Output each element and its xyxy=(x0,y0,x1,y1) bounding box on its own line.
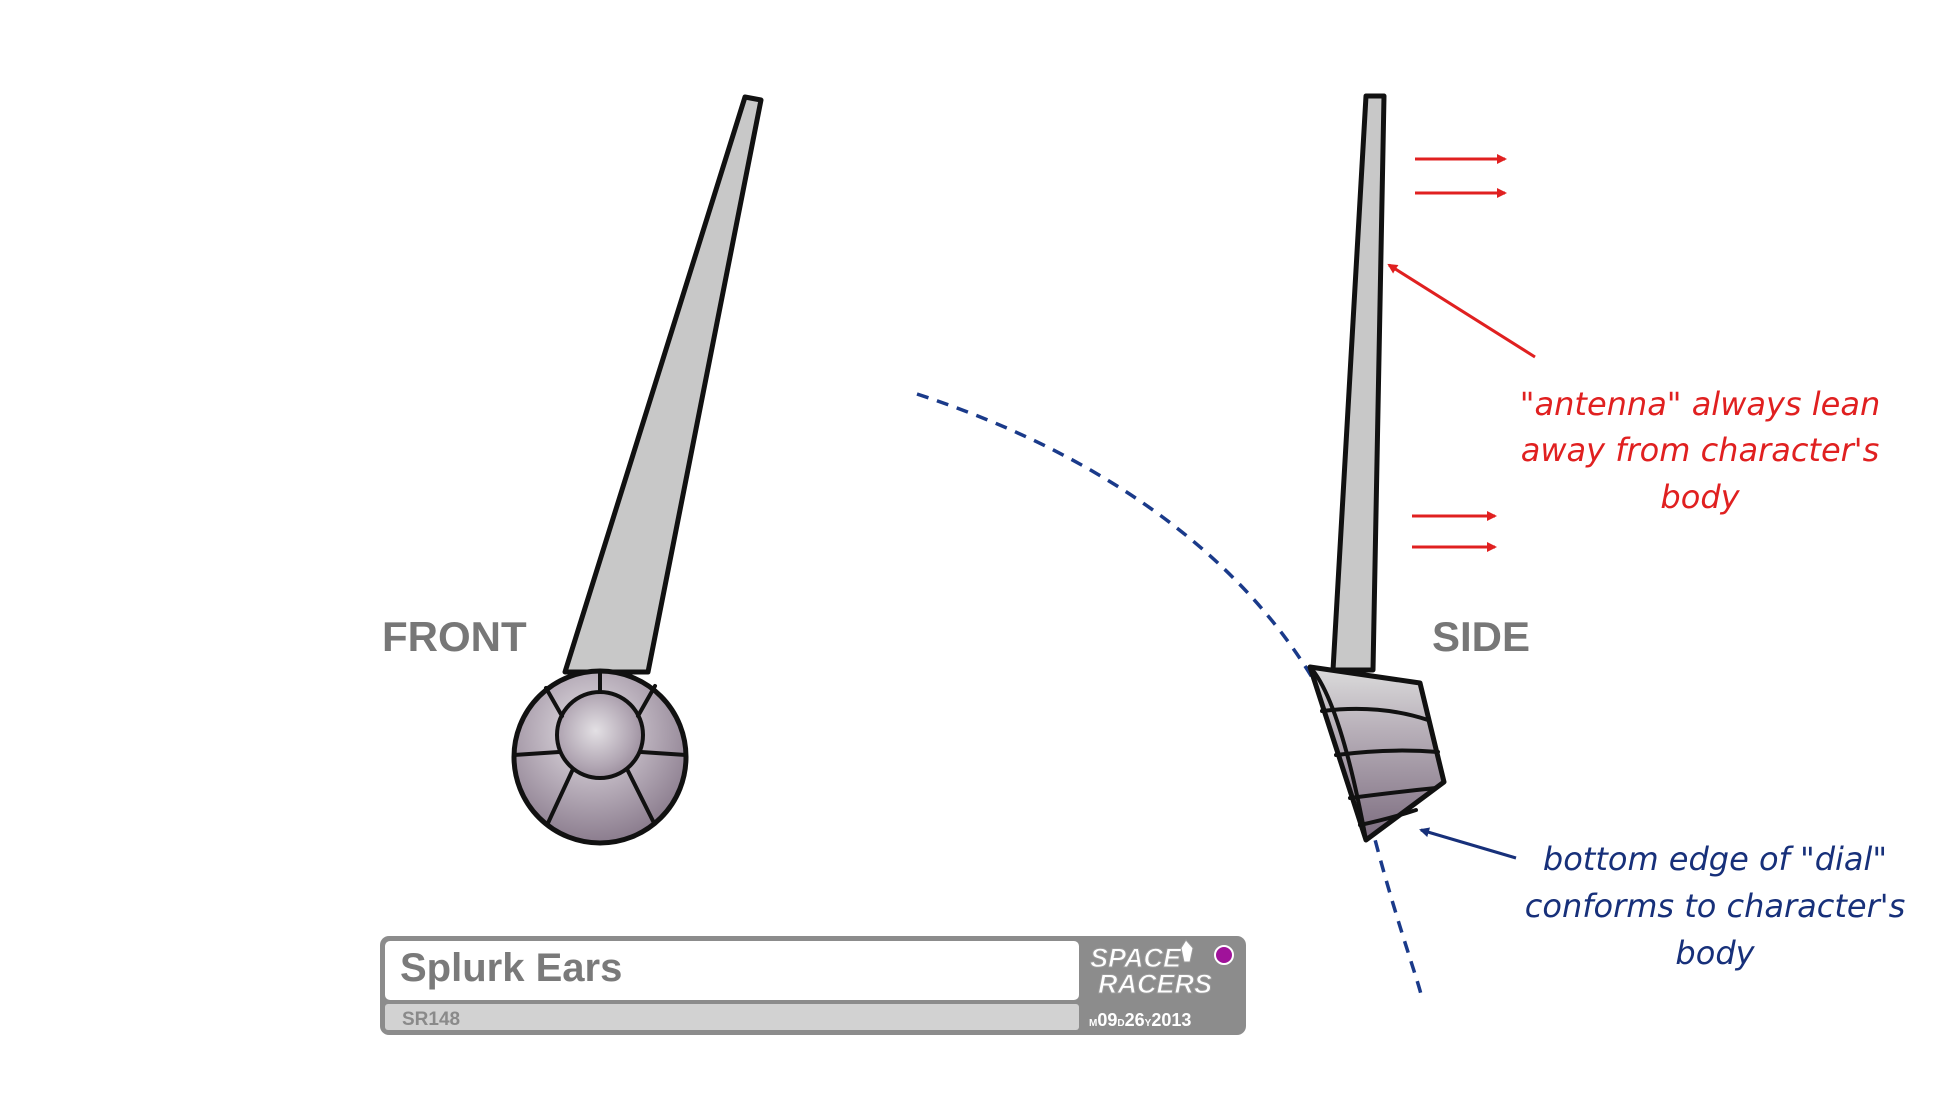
svg-text:away from character's: away from character's xyxy=(1521,431,1880,469)
svg-text:SPACE: SPACE xyxy=(1090,943,1182,973)
side-view: SIDE "antenna" always lean away from cha… xyxy=(916,93,1905,1001)
svg-text:"antenna" always lean: "antenna" always lean xyxy=(1520,385,1880,423)
status-dot xyxy=(1214,945,1234,965)
dial-note: bottom edge of "dial" conforms to charac… xyxy=(1525,840,1905,972)
side-label: SIDE xyxy=(1432,613,1530,660)
side-antenna xyxy=(1330,93,1387,673)
svg-text:body: body xyxy=(1675,934,1755,972)
title-block: Splurk Ears SR148 SPACE RACERS M09D26Y20… xyxy=(380,936,1246,1035)
svg-text:body: body xyxy=(1660,478,1740,516)
front-view: FRONT xyxy=(382,94,764,846)
front-dial xyxy=(511,668,689,846)
rocket-icon xyxy=(1180,939,1194,963)
space-racers-logo: SPACE RACERS xyxy=(1090,939,1213,1000)
antenna-note-pointer xyxy=(1387,263,1536,359)
front-antenna xyxy=(562,94,764,675)
title-block-title: Splurk Ears xyxy=(400,946,622,990)
dial-note-pointer xyxy=(1419,827,1517,860)
title-block-code: SR148 xyxy=(402,1009,460,1030)
side-dial xyxy=(1307,664,1447,843)
svg-text:conforms to character's: conforms to character's xyxy=(1525,887,1905,925)
front-label: FRONT xyxy=(382,613,527,660)
lean-direction-arrows xyxy=(1412,154,1507,552)
antenna-note: "antenna" always lean away from characte… xyxy=(1520,385,1880,516)
front-dial-hub xyxy=(555,690,645,780)
title-block-date: M09D26Y2013 xyxy=(1089,1010,1191,1030)
svg-text:RACERS: RACERS xyxy=(1098,969,1212,999)
svg-text:bottom edge of "dial": bottom edge of "dial" xyxy=(1543,840,1887,878)
